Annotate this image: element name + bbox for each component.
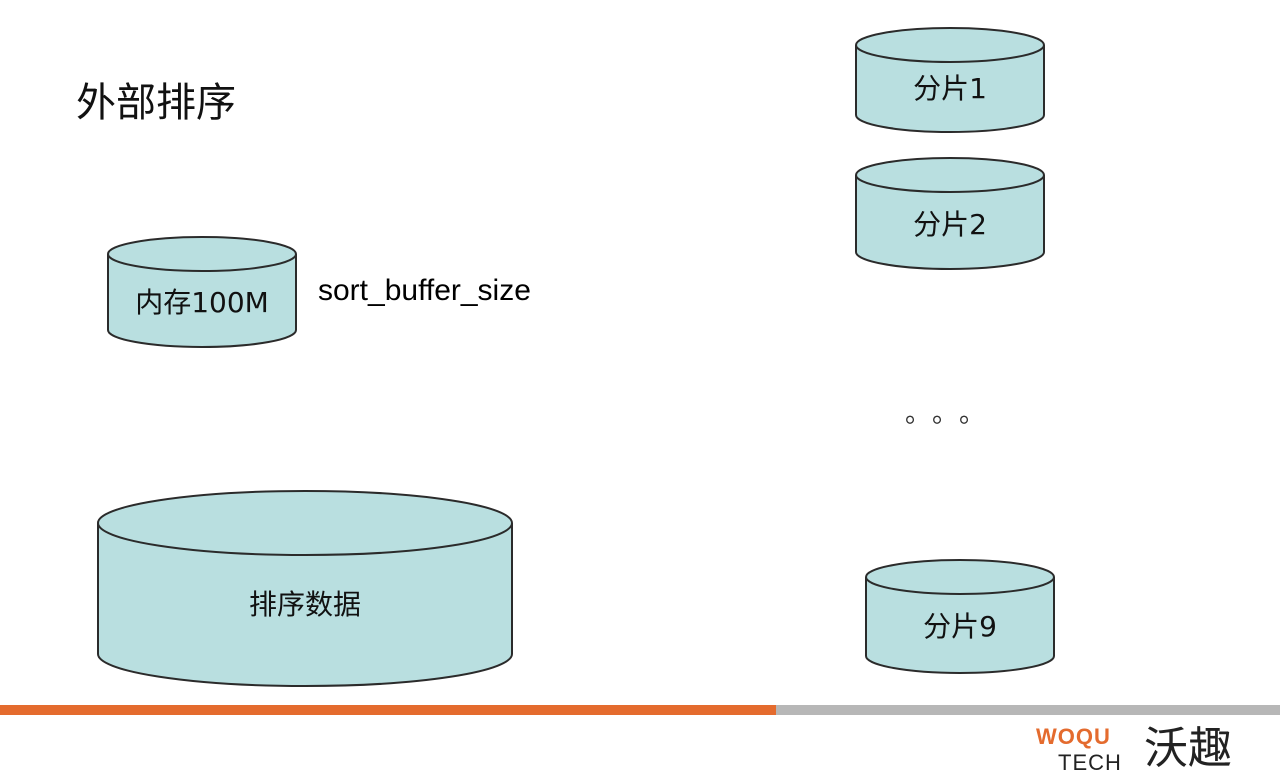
memory-cylinder: 内存100M [107,236,297,348]
shard-label-9: 分片9 [923,610,997,643]
shard-label-1: 分片1 [913,72,987,105]
ellipsis: 。。。 [905,398,1000,428]
sort-data-label: 排序数据 [249,588,361,621]
logo-tech-text: TECH [1058,750,1122,775]
slide-title: 外部排序 [76,80,236,126]
footer-bar-orange [0,705,776,715]
sort-data-cylinder: 排序数据 [97,490,513,687]
shard-cylinder-2: 分片2 [855,157,1045,270]
sort-buffer-size-label: sort_buffer_size [318,274,531,307]
shard-cylinder-1: 分片1 [855,27,1045,133]
shard-label-2: 分片2 [913,208,987,241]
memory-label: 内存100M [135,286,269,319]
logo-chinese-text: 沃趣 [1144,723,1232,774]
shard-cylinder-9: 分片9 [865,559,1055,674]
logo-woqu-text: WOQU [1036,724,1111,749]
footer-bar-gray [776,705,1280,715]
woqu-tech-logo: WOQU TECH 沃趣 [1032,722,1252,776]
